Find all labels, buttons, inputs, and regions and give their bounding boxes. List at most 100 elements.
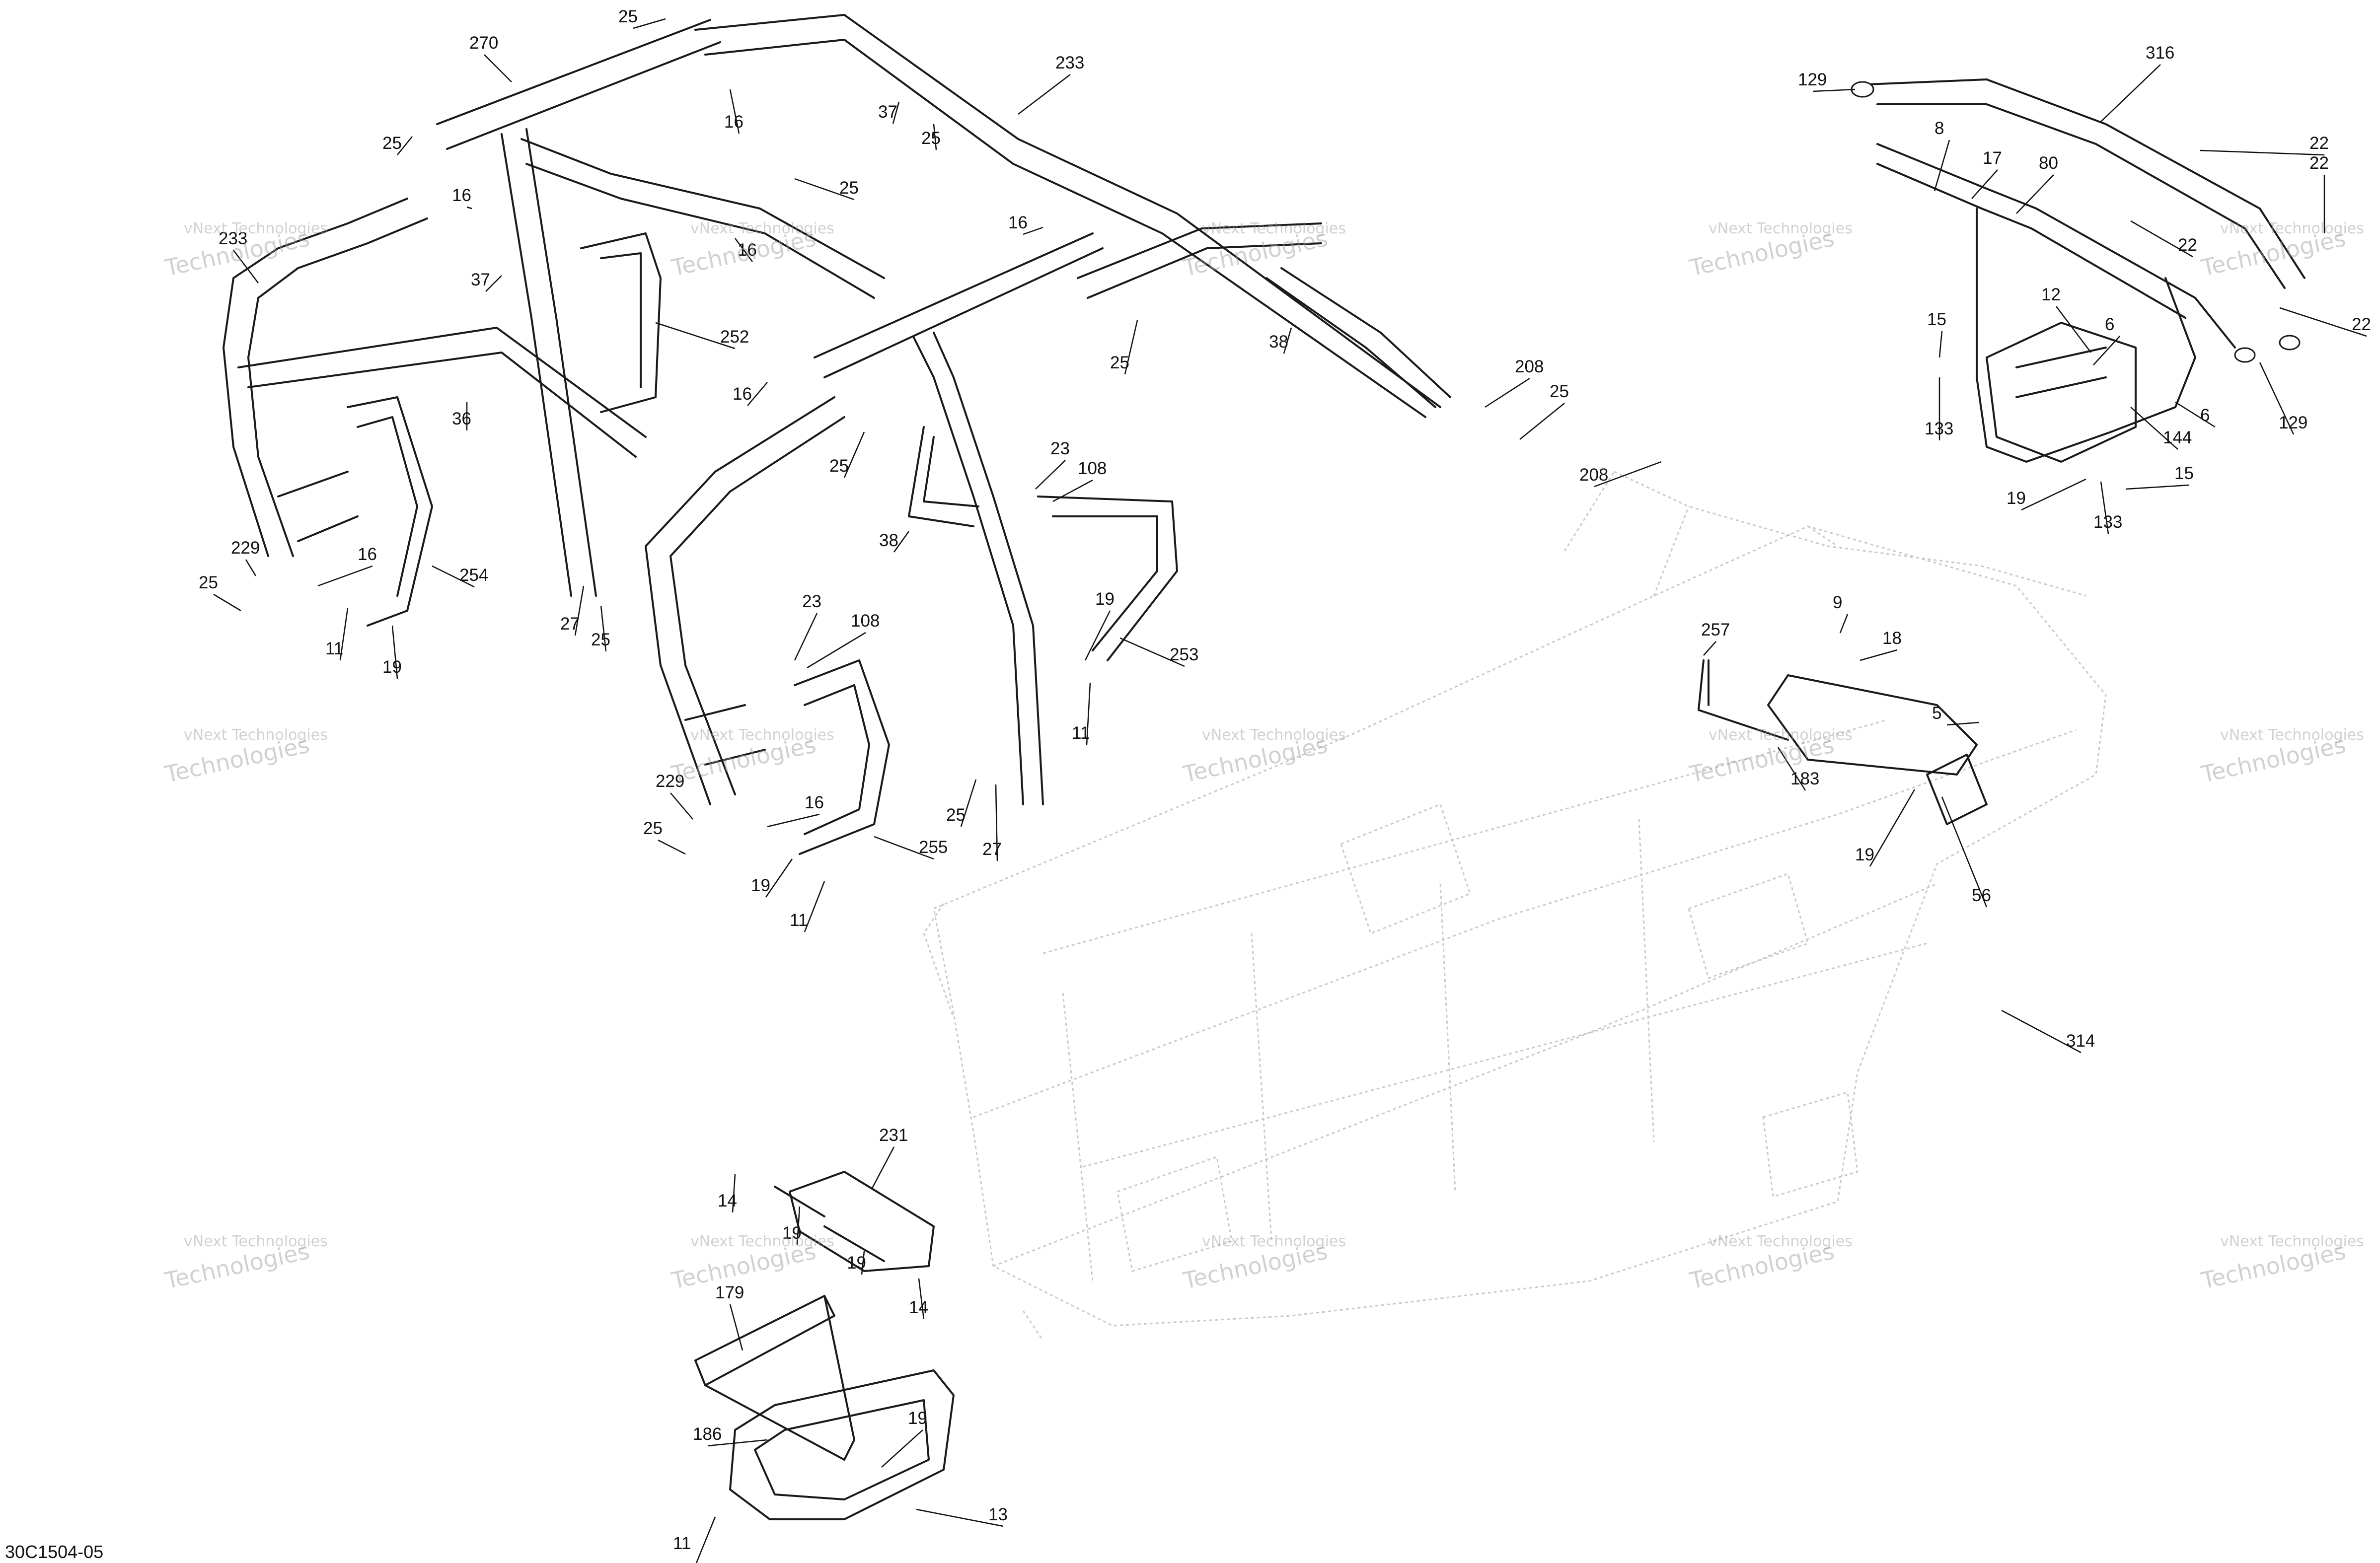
callout-label-254: 254	[459, 566, 488, 585]
callout-label-255: 255	[919, 838, 948, 857]
callout-label-19: 19	[908, 1409, 927, 1428]
callout-label-38: 38	[879, 531, 898, 550]
callout-label-23: 23	[1050, 439, 1070, 458]
hitch-bracket-assembly	[694, 1171, 955, 1520]
callout-label-80: 80	[2039, 153, 2058, 173]
callout-label-252: 252	[720, 327, 749, 347]
callout-leader-133	[2100, 481, 2109, 534]
callout-label-19: 19	[2007, 489, 2026, 508]
callout-leader-56	[1941, 796, 1988, 908]
callout-leader-19	[391, 625, 398, 679]
callout-label-14: 14	[718, 1191, 737, 1210]
watermark-text: vNext Technologies	[184, 726, 328, 744]
callout-leader-16	[466, 206, 472, 210]
callout-leader-255	[874, 836, 934, 860]
watermark-text: vNext Technologies	[1202, 1233, 1346, 1250]
watermark-text: vNext Technologies	[690, 1233, 834, 1250]
callout-leader-253	[1119, 637, 1185, 667]
callout-leader-208	[1594, 461, 1662, 488]
callout-leader-252	[655, 322, 736, 350]
callout-label-17: 17	[1983, 148, 2002, 168]
callout-leader-129	[1812, 88, 1856, 92]
front-cage-assembly	[223, 14, 1441, 855]
callout-leader-11	[804, 881, 825, 932]
watermark-text: vNext Technologies	[2220, 726, 2364, 744]
watermark-text: vNext Technologies	[1202, 220, 1346, 237]
callout-leader-16	[729, 89, 740, 134]
watermark-text: vNext Technologies	[690, 220, 834, 237]
callout-label-133: 133	[1925, 419, 1953, 438]
callout-leader-18	[1859, 649, 1898, 661]
watermark-text: vNext Technologies	[1709, 726, 1853, 744]
callout-leader-16	[734, 238, 753, 262]
callout-leader-108	[807, 632, 866, 669]
callout-label-25: 25	[382, 134, 402, 153]
callout-leader-23	[1035, 460, 1066, 490]
callout-label-229: 229	[231, 538, 260, 558]
callout-label-270: 270	[469, 33, 498, 53]
watermark-text: vNext Technologies	[184, 220, 328, 237]
callout-label-16: 16	[738, 240, 757, 260]
watermark-text: vNext Technologies	[1709, 220, 1853, 237]
callout-leader-316	[2100, 64, 2161, 122]
callout-leader-19	[2021, 478, 2086, 511]
callout-label-16: 16	[452, 186, 471, 205]
callout-leader-19	[796, 1206, 801, 1245]
callout-leader-25	[658, 839, 686, 855]
callout-leader-25	[1519, 403, 1565, 440]
callout-leader-25	[600, 605, 607, 652]
watermark-text: vNext Technologies	[1202, 726, 1346, 744]
callout-leader-208	[1485, 377, 1530, 408]
callout-leader-27	[995, 784, 998, 861]
callout-leader-8	[1934, 140, 1950, 192]
callout-label-22: 22	[2352, 315, 2371, 334]
callout-label-19: 19	[1095, 589, 1115, 609]
callout-label-183: 183	[1790, 769, 1819, 788]
callout-label-108: 108	[851, 611, 880, 631]
callout-label-12: 12	[2041, 285, 2061, 304]
callout-leader-lines	[213, 18, 2367, 1563]
rear-bracket-assembly	[1698, 659, 1988, 825]
callout-leader-229	[245, 559, 257, 576]
callout-label-16: 16	[724, 112, 744, 132]
callout-leader-23	[794, 613, 818, 661]
callout-label-257: 257	[1701, 620, 1730, 639]
callout-leader-13	[916, 1508, 1004, 1527]
callout-leader-27	[574, 585, 585, 636]
callout-leader-19	[1869, 789, 1916, 867]
callout-label-108: 108	[1078, 459, 1107, 478]
callout-leader-15	[1938, 331, 1943, 358]
callout-label-18: 18	[1882, 629, 1902, 648]
callout-label-133: 133	[2093, 512, 2122, 532]
callout-label-11: 11	[673, 1534, 691, 1553]
callout-label-27: 27	[982, 840, 1002, 859]
callout-leader-25	[933, 124, 937, 150]
callout-leader-16	[1023, 226, 1043, 235]
callout-label-22: 22	[2309, 134, 2329, 153]
callout-leader-233	[233, 250, 259, 284]
callout-leader-14	[732, 1174, 736, 1213]
callout-leader-9	[1839, 614, 1849, 634]
watermark-text: vNext Technologies	[2220, 220, 2364, 237]
callout-leader-314	[2001, 1009, 2082, 1054]
callout-leader-19	[1084, 610, 1111, 661]
callout-leader-6	[2093, 336, 2120, 365]
callout-label-23: 23	[802, 592, 821, 611]
callout-label-11: 11	[1072, 723, 1090, 743]
callout-leader-25	[960, 779, 977, 827]
callout-label-208: 208	[1515, 357, 1544, 376]
callout-leader-186	[707, 1439, 768, 1447]
callout-leader-19	[861, 1251, 865, 1275]
callout-label-38: 38	[1269, 332, 1288, 352]
callout-label-144: 144	[2163, 428, 2192, 447]
callout-label-37: 37	[471, 270, 490, 289]
callout-leader-108	[1052, 479, 1093, 502]
callout-label-11: 11	[325, 639, 343, 658]
callout-leader-25	[843, 431, 865, 478]
callout-leader-229	[670, 792, 693, 820]
callout-label-25: 25	[591, 630, 610, 649]
callout-leader-257	[1703, 641, 1716, 656]
